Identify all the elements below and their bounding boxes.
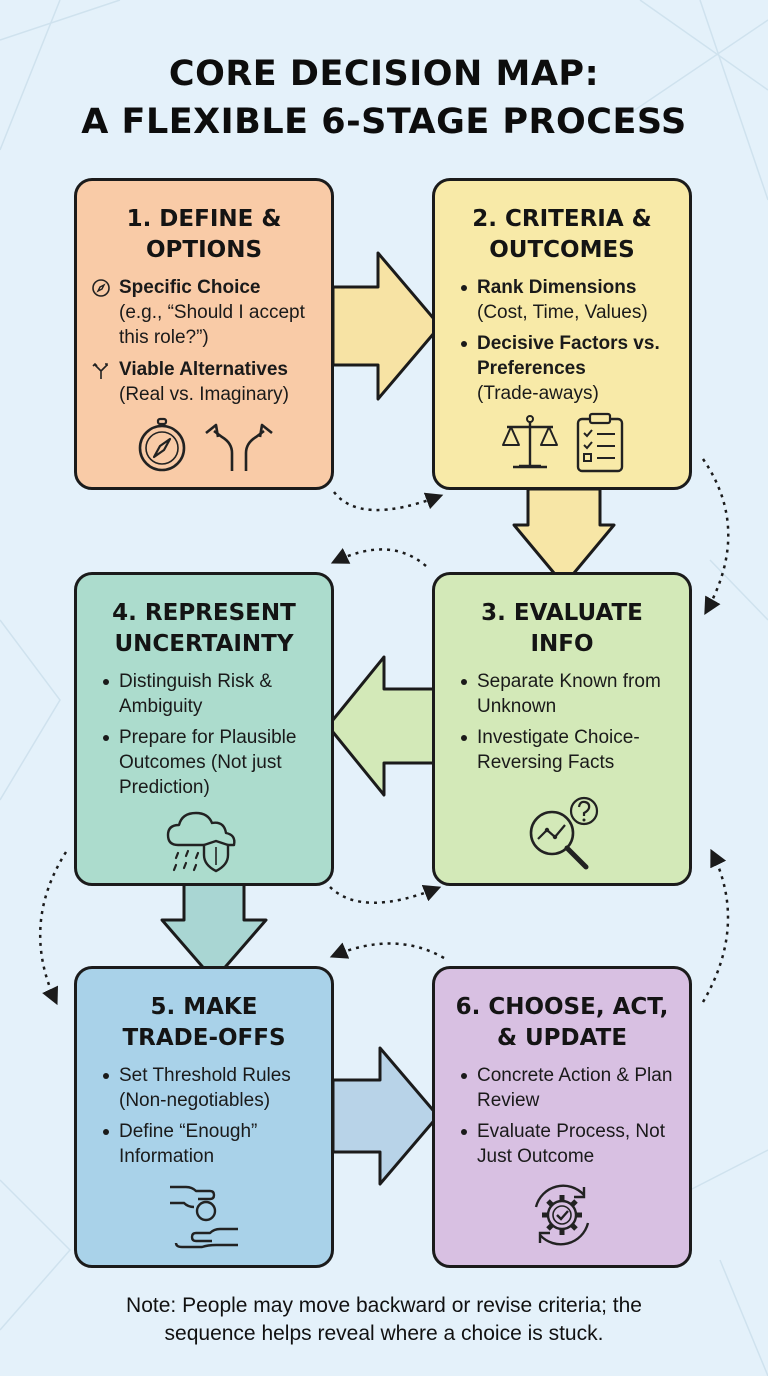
hand-exchange-icon <box>162 1181 246 1258</box>
balance-scale-icon <box>499 411 561 478</box>
bullet-item: Prepare for Plausible Outcomes (Not just… <box>103 725 323 800</box>
stage-items: Distinguish Risk & Ambiguity Prepare for… <box>77 669 331 800</box>
page-title: CORE DECISION MAP: A FLEXIBLE 6-STAGE PR… <box>0 50 768 146</box>
footnote: Note: People may move backward or revise… <box>126 1294 642 1345</box>
checklist-clipboard-icon <box>575 411 625 478</box>
stage-title: 3. EVALUATE INFO <box>481 600 643 657</box>
gear-check-cycle-icon <box>524 1177 600 1258</box>
stage-title: 4. REPRESENT UNCERTAINTY <box>112 600 296 657</box>
arrow-stage4-to-stage5 <box>160 882 268 982</box>
title-line-1: CORE DECISION MAP: <box>168 54 600 94</box>
stage-icons <box>435 1177 689 1258</box>
bullet-item: Separate Known from Unknown <box>461 669 681 719</box>
option-item-viable-alternatives: Viable Alternatives (Real vs. Imaginary) <box>92 357 323 407</box>
stage-icons <box>435 795 689 876</box>
arrow-stage5-to-stage6 <box>331 1046 440 1186</box>
compass-small-icon <box>91 278 111 305</box>
stage-title: 6. CHOOSE, ACT, & UPDATE <box>455 994 669 1051</box>
stage-title: 1. DEFINE & OPTIONS <box>126 206 282 263</box>
fork-road-icon <box>204 417 274 478</box>
option-item-specific-choice: Specific Choice (e.g., “Should I accept … <box>92 275 323 350</box>
arrow-stage2-to-stage3 <box>512 487 616 587</box>
stage-card-choose-act-update: 6. CHOOSE, ACT, & UPDATE Concrete Action… <box>432 966 692 1268</box>
stage-items: Set Threshold Rules (Non-negotiables) De… <box>77 1063 331 1169</box>
bullet-item: Rank Dimensions (Cost, Time, Values) <box>461 275 681 325</box>
stage-icons <box>435 411 689 478</box>
stage-title: 5. MAKE TRADE-OFFS <box>122 994 286 1051</box>
stage-items: Separate Known from Unknown Investigate … <box>435 669 689 775</box>
dotted-arrow-3-to-4-return <box>330 548 427 567</box>
stage-items: Rank Dimensions (Cost, Time, Values) Dec… <box>435 275 689 406</box>
bullet-item: Set Threshold Rules (Non-negotiables) <box>103 1063 323 1113</box>
title-line-2: A FLEXIBLE 6-STAGE PROCESS <box>81 102 687 142</box>
dotted-arrow-1-to-2 <box>333 491 444 512</box>
stage-card-evaluate-info: 3. EVALUATE INFO Separate Known from Unk… <box>432 572 692 886</box>
bullet-item: Investigate Choice-Reversing Facts <box>461 725 681 775</box>
stage-card-define-options: 1. DEFINE & OPTIONS Specific Choice (e.g… <box>74 178 334 490</box>
stage-icons <box>77 417 331 478</box>
stage-card-criteria-outcomes: 2. CRITERIA & OUTCOMES Rank Dimensions (… <box>432 178 692 490</box>
stage-items: Concrete Action & Plan Review Evaluate P… <box>435 1063 689 1169</box>
dotted-arrow-4-to-3 <box>329 884 442 904</box>
stage-title: 2. CRITERIA & OUTCOMES <box>472 206 652 263</box>
stage-card-make-tradeoffs: 5. MAKE TRADE-OFFS Set Threshold Rules (… <box>74 966 334 1268</box>
magnifier-question-icon <box>522 795 602 876</box>
dotted-arrow-6-to-5-return <box>329 942 445 960</box>
stage-icons <box>77 807 331 880</box>
bullet-item: Define “Enough” Information <box>103 1119 323 1169</box>
compass-icon <box>134 417 190 478</box>
rain-cloud-shield-icon <box>164 807 244 880</box>
dotted-arrow-2-to-3-side <box>701 458 730 616</box>
dotted-arrow-6-to-3-side <box>701 848 730 1003</box>
arrow-stage1-to-stage2 <box>331 251 442 401</box>
dotted-arrow-4-to-5-side <box>38 851 68 1006</box>
bullet-item: Decisive Factors vs. Preferences (Trade-… <box>461 331 681 406</box>
stage-items: Specific Choice (e.g., “Should I accept … <box>77 275 331 407</box>
bullet-item: Evaluate Process, Not Just Outcome <box>461 1119 681 1169</box>
bullet-item: Concrete Action & Plan Review <box>461 1063 681 1113</box>
stage-card-represent-uncertainty: 4. REPRESENT UNCERTAINTY Distinguish Ris… <box>74 572 334 886</box>
bullet-item: Distinguish Risk & Ambiguity <box>103 669 323 719</box>
stage-icons <box>77 1181 331 1258</box>
arrow-stage3-to-stage4 <box>326 655 437 797</box>
fork-small-icon <box>91 360 111 387</box>
